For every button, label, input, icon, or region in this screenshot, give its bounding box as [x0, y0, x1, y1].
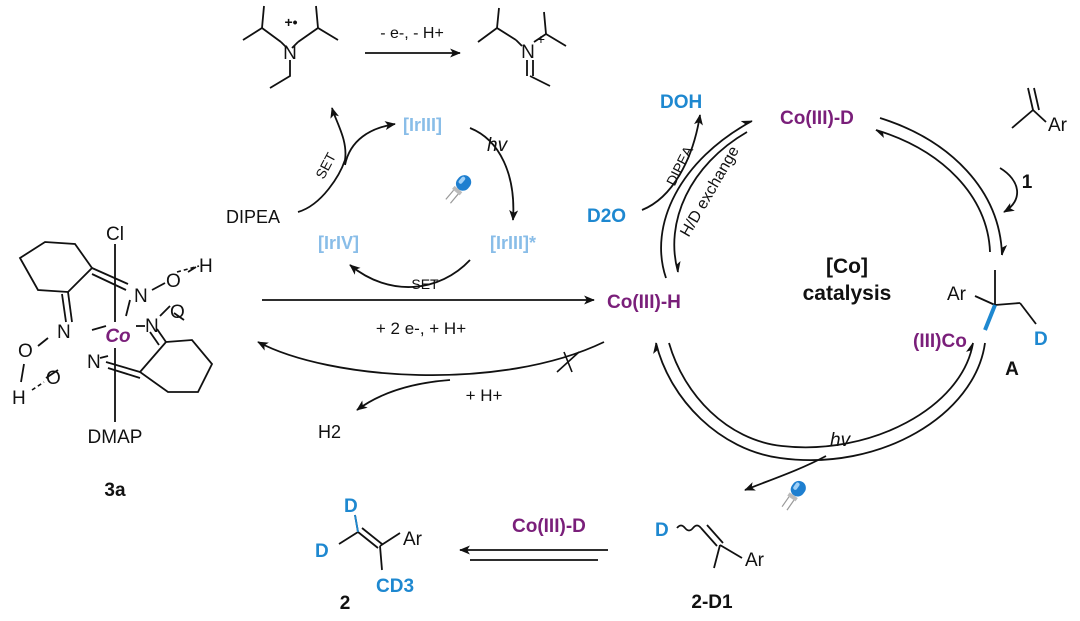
p2d1-label: 2-D1 — [691, 592, 733, 613]
co-hv-label: hv — [830, 430, 852, 451]
h2-label: H2 — [318, 422, 341, 442]
co-c-bond — [983, 304, 997, 331]
ir4-label: [IrIV] — [318, 233, 359, 253]
co-center-line1: [Co] — [826, 255, 868, 278]
co-h-label: Co(III)-H — [607, 292, 681, 313]
protonation-label: + H+ — [466, 386, 503, 405]
cat-dmap: DMAP — [88, 427, 143, 448]
cat-co: Co — [105, 326, 130, 347]
intermediate-ar: Ar — [947, 284, 967, 305]
cat-n-right: N — [145, 316, 159, 337]
cat-o-bottom: O — [46, 368, 61, 389]
ir-arrow-bottom — [349, 259, 471, 288]
intermediate-co: (III)Co — [913, 331, 967, 352]
p2-d-top: D — [344, 496, 358, 517]
ir-hv-label: hv — [487, 135, 509, 156]
hydrogen-bonds — [31, 265, 200, 391]
deuterium-bond — [354, 514, 359, 533]
iminium-ion — [477, 7, 567, 87]
co-cycle-arrows — [641, 114, 1019, 491]
radical-cation-mark: +• — [284, 14, 297, 30]
set-left-label: SET — [312, 149, 339, 181]
set-bottom-label: SET — [411, 276, 439, 292]
ir-arrow-right — [469, 127, 519, 221]
product-2-structure — [338, 514, 401, 571]
p2-ar: Ar — [403, 529, 423, 550]
ir3-excited-label: [IrIII]* — [490, 233, 536, 253]
cat-o-top: O — [166, 271, 181, 292]
intermediate-label: A — [1005, 359, 1019, 380]
p2-cd3: CD3 — [376, 576, 414, 597]
doh-label: DOH — [660, 92, 702, 113]
cat-o-right: O — [170, 302, 185, 323]
oxidation-label: - e-, - H+ — [380, 25, 444, 42]
co-center-line2: catalysis — [803, 282, 892, 305]
co-d-label: Co(III)-D — [780, 108, 854, 129]
p2d1-d: D — [655, 520, 669, 541]
substrate-ar: Ar — [1048, 115, 1068, 136]
ir3-label: [IrIII] — [403, 115, 442, 135]
dipea-radical-cation — [242, 5, 339, 89]
cat-n-bottom: N — [87, 352, 101, 373]
iminium-n: N — [521, 42, 535, 63]
amine-n: N — [283, 43, 297, 64]
light-bulb-icon — [442, 171, 475, 207]
substrate-1-structure — [1011, 87, 1047, 129]
reverse-arrow — [257, 341, 605, 377]
ir-arrow-left — [297, 107, 347, 213]
iminium-plus: + — [537, 31, 545, 47]
intermediate-a-structure — [974, 270, 1037, 325]
dipea-co-label: DIPEA — [663, 143, 697, 188]
d2o-label: D2O — [587, 206, 626, 227]
cat-o-left: O — [18, 341, 33, 362]
light-bulb-icon — [778, 477, 810, 513]
cat-n-left: N — [57, 322, 71, 343]
deuteration-reagent: Co(III)-D — [512, 516, 586, 537]
p2-d-left: D — [315, 541, 329, 562]
intermediate-d: D — [1034, 329, 1048, 350]
cat-cl: Cl — [106, 224, 124, 245]
ir-arrow-top-left — [344, 121, 396, 166]
blocked-mark — [556, 351, 580, 373]
catalyst-3a-structure — [18, 241, 214, 422]
product-2-d1-structure — [676, 524, 743, 569]
p2-label: 2 — [340, 593, 351, 614]
dipea-label: DIPEA — [226, 207, 280, 227]
cat-n-top: N — [134, 286, 148, 307]
cat-h-top: H — [199, 256, 213, 277]
p2d1-ar: Ar — [745, 550, 765, 571]
substrate-label: 1 — [1022, 172, 1033, 193]
reduction-label: + 2 e-, + H+ — [376, 319, 466, 338]
cat-h-bottom: H — [12, 388, 26, 409]
h2-arrow — [356, 379, 451, 411]
catalyst-label: 3a — [104, 480, 126, 501]
